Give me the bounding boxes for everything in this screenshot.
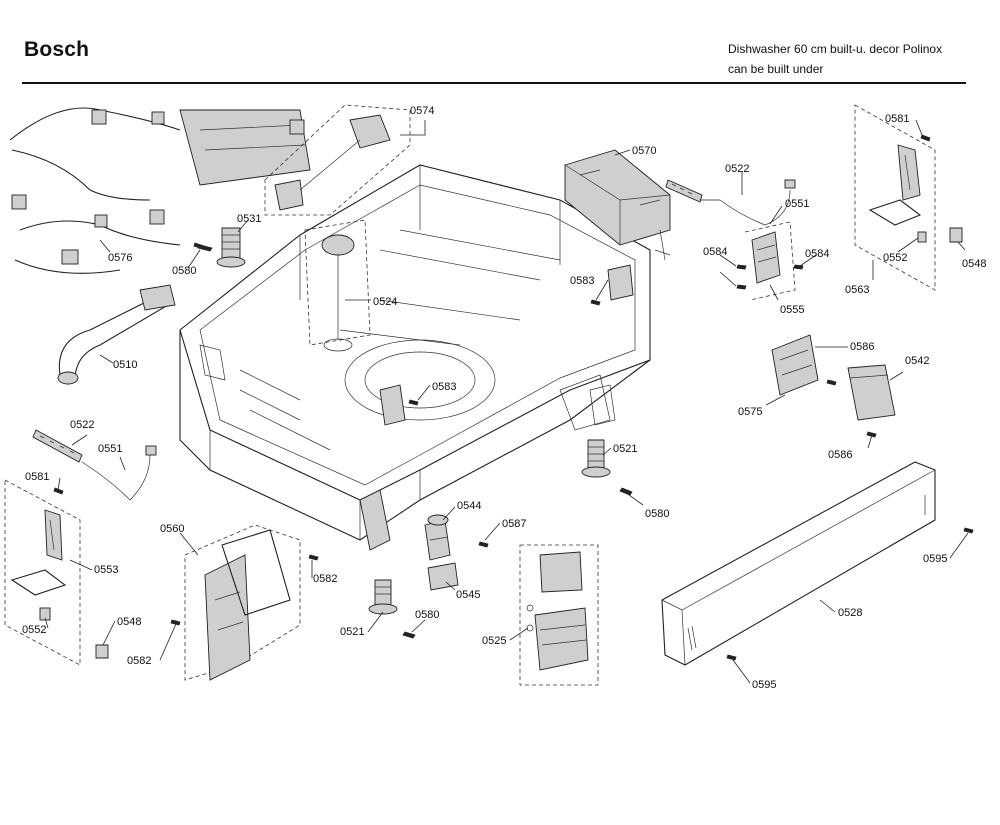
callout-0548: 0548 xyxy=(962,258,986,270)
callout-labels: 0574 0570 0522 0581 0531 0551 0584 0584 … xyxy=(22,105,986,691)
header-divider xyxy=(22,82,966,84)
callout-0552: 0552 xyxy=(883,252,907,264)
callout-0595: 0595 xyxy=(752,679,776,691)
callout-0584: 0584 xyxy=(805,248,829,260)
control-module-0570 xyxy=(564,149,671,261)
callout-0583: 0583 xyxy=(432,381,456,393)
callout-0563: 0563 xyxy=(845,284,869,296)
heater-strip-0522-top xyxy=(665,179,720,203)
callout-0580: 0580 xyxy=(172,265,196,277)
callout-0587: 0587 xyxy=(502,518,526,530)
callout-0524: 0524 xyxy=(373,296,397,308)
sensor-cable-0551-top xyxy=(719,179,796,226)
model-title-line-1: Dishwasher 60 cm built-u. decor Polinox xyxy=(728,42,943,56)
door-hinge-plate-0560 xyxy=(170,524,319,681)
callout-0586: 0586 xyxy=(828,449,852,461)
callout-0552: 0552 xyxy=(22,624,46,636)
wiring-harness xyxy=(9,107,311,274)
callout-0582: 0582 xyxy=(313,573,337,585)
base-frame xyxy=(179,164,651,551)
callout-0582: 0582 xyxy=(127,655,151,667)
callout-0545: 0545 xyxy=(456,589,480,601)
hinge-assembly-0553-left xyxy=(4,479,109,666)
callout-0586: 0586 xyxy=(850,341,874,353)
callout-0522: 0522 xyxy=(70,419,94,431)
callout-0551: 0551 xyxy=(785,198,809,210)
bracket-0583-upper xyxy=(590,264,634,306)
callout-0551: 0551 xyxy=(98,443,122,455)
kick-plate-0528 xyxy=(661,461,974,666)
model-title-line-2: can be built under xyxy=(728,62,824,76)
callout-0595: 0595 xyxy=(923,553,947,565)
adjustable-foot-0521-left xyxy=(368,579,416,639)
adjustable-foot-0531 xyxy=(197,227,246,268)
hinge-housing-0575 xyxy=(771,334,819,396)
heater-strip-0522-left xyxy=(32,429,83,463)
sensor-cable-0551-left xyxy=(81,445,157,501)
callout-0575: 0575 xyxy=(738,406,762,418)
connector-cable-0574 xyxy=(264,104,411,216)
callout-0548: 0548 xyxy=(117,616,141,628)
callout-0570: 0570 xyxy=(632,145,656,157)
brand-logo-text: Bosch xyxy=(24,38,90,61)
hinge-bracket-0555 xyxy=(736,221,804,301)
callout-0531: 0531 xyxy=(237,213,261,225)
callout-0521: 0521 xyxy=(613,443,637,455)
callout-0560: 0560 xyxy=(160,523,184,535)
callout-0525: 0525 xyxy=(482,635,506,647)
hinge-assembly-0563-right xyxy=(854,104,963,291)
callout-0555: 0555 xyxy=(780,304,804,316)
callout-0510: 0510 xyxy=(113,359,137,371)
float-switch-assembly xyxy=(304,219,371,352)
bracket-0583-lower xyxy=(379,384,419,426)
inlet-assembly-0525 xyxy=(519,544,599,686)
callout-0522: 0522 xyxy=(725,163,749,175)
callout-0553: 0553 xyxy=(94,564,118,576)
valve-part-0545 xyxy=(427,541,489,591)
callout-0542: 0542 xyxy=(905,355,929,367)
callout-0581: 0581 xyxy=(885,113,909,125)
callout-0583: 0583 xyxy=(570,275,594,287)
callout-0581: 0581 xyxy=(25,471,49,483)
inlet-valve-0544 xyxy=(424,514,451,561)
callout-0580: 0580 xyxy=(645,508,669,520)
callout-0528: 0528 xyxy=(838,607,862,619)
callout-0580: 0580 xyxy=(415,609,439,621)
leader-lines xyxy=(44,119,969,684)
callout-0576: 0576 xyxy=(108,252,132,264)
adjustable-foot-0521-right xyxy=(581,439,633,496)
drain-hose-0510 xyxy=(57,284,176,385)
callout-0544: 0544 xyxy=(457,500,481,512)
screw-0580a xyxy=(193,242,205,250)
callout-0584: 0584 xyxy=(703,246,727,258)
callout-0521: 0521 xyxy=(340,626,364,638)
callout-0574: 0574 xyxy=(410,105,434,117)
hinge-cover-0542 xyxy=(826,364,896,438)
